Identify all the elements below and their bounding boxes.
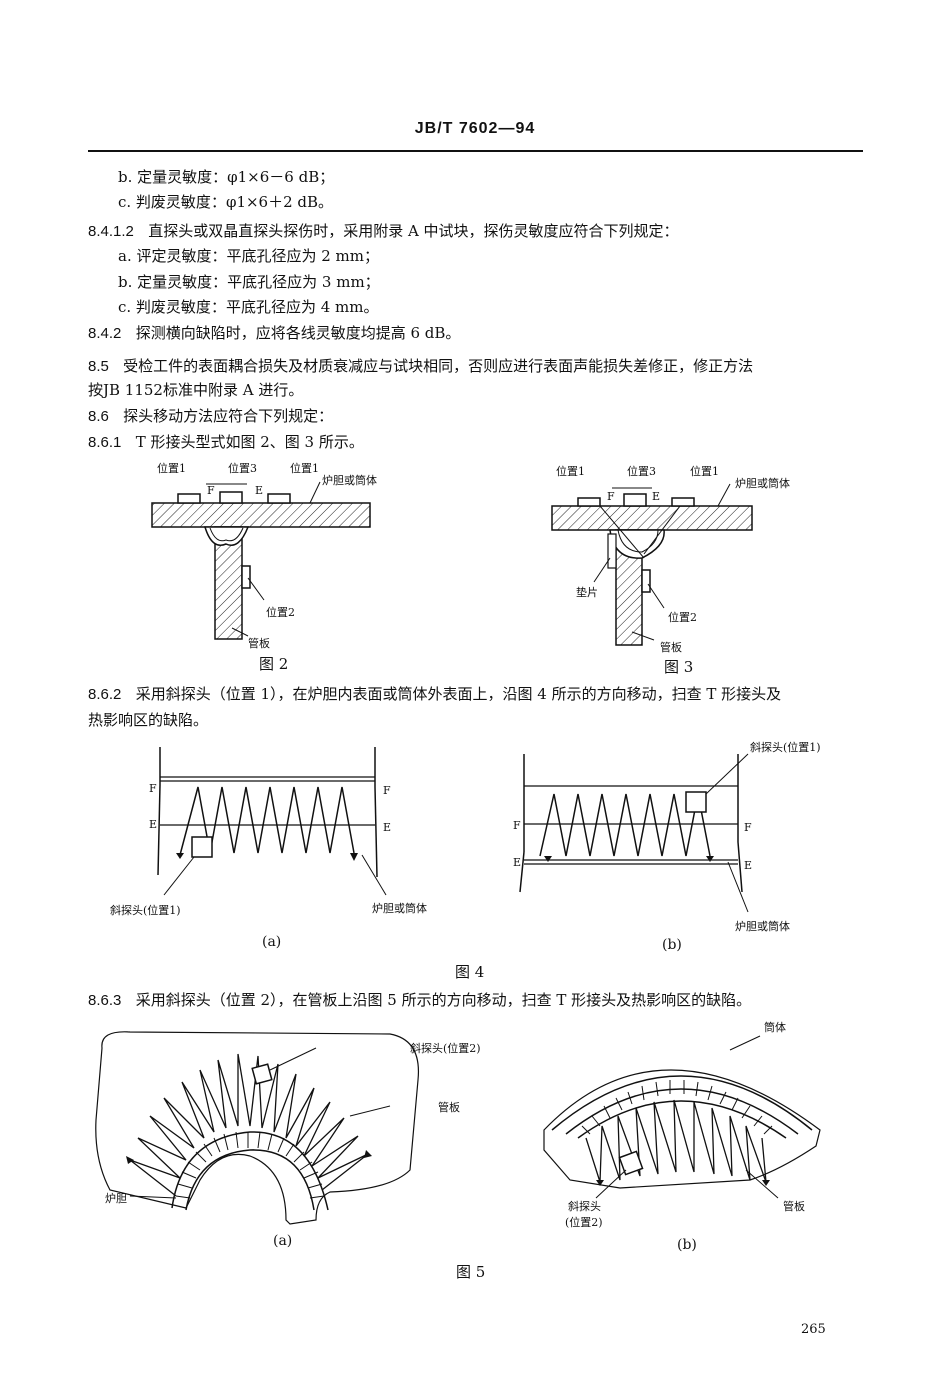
figure-4a-drawing [157, 747, 387, 896]
fig3-caption: 图 3 [664, 658, 694, 676]
fig2-label-e: E [255, 484, 264, 497]
clause-text: 探头移动方法应符合下列规定： [123, 407, 334, 425]
fig4a-label-e-right: E [383, 821, 392, 834]
fig4b-shell-label: 炉胆或筒体 [735, 920, 790, 933]
fig4a-label-f-left: F [149, 782, 157, 795]
fig4a-label-e-left: E [149, 818, 158, 831]
fig3-shell-label: 炉胆或筒体 [735, 477, 790, 490]
clause-text: 探测横向缺陷时，应将各线灵敏度均提高 6 dB。 [135, 324, 461, 342]
item-c-reject-2: c. 判废灵敏度：平底孔径应为 4 mm。 [118, 298, 379, 316]
clause-number: 8.6.2 [88, 686, 122, 703]
fig3-backing-label: 垫片 [576, 586, 598, 599]
figure-5a-drawing [95, 1031, 420, 1225]
clause-8-6: 8.6 探头移动方法应符合下列规定： [88, 405, 333, 428]
clause-text: 采用斜探头（位置 1），在炉胆内表面或筒体外表面上，沿图 4 所示的方向移动，扫… [135, 685, 782, 703]
fig4-caption: 图 4 [455, 963, 485, 981]
fig3-pos1-left: 位置1 [556, 465, 585, 478]
fig3-label-e: E [652, 490, 661, 503]
item-a-eval: a. 评定灵敏度：平底孔径应为 2 mm； [118, 247, 380, 265]
figure-5b-drawing [543, 1035, 821, 1199]
fig4b-label-f-right: F [744, 821, 752, 834]
figure-2-drawing [151, 481, 371, 640]
item-b-quant: b. 定量灵敏度：φ1×6－6 dB； [118, 168, 335, 186]
fig2-pos1-left: 位置1 [157, 462, 186, 475]
fig4b-label-f-left: F [513, 819, 521, 832]
clause-number: 8.6.3 [88, 992, 122, 1009]
fig4b-sublabel: (b) [662, 937, 682, 953]
clause-8-6-3: 8.6.3 采用斜探头（位置 2），在管板上沿图 5 所示的方向移动，扫查 T … [88, 989, 751, 1012]
fig5a-sublabel: (a) [273, 1233, 293, 1249]
clause-number: 8.6 [88, 408, 109, 425]
fig2-pos1-right: 位置1 [290, 462, 319, 475]
fig2-tubeplate-label: 管板 [248, 637, 270, 650]
fig2-shell-label: 炉胆或筒体 [322, 474, 377, 487]
clause-8-5-cont: 按JB 1152标准中附录 A 进行。 [88, 381, 304, 399]
fig4b-label-e-right: E [744, 859, 753, 872]
clause-text: T 形接头型式如图 2、图 3 所示。 [135, 433, 364, 451]
fig2-pos2: 位置2 [266, 606, 295, 619]
fig2-label-f: F [207, 484, 215, 497]
fig4a-probe-label: 斜探头(位置1) [110, 904, 181, 917]
clause-number: 8.6.1 [88, 434, 122, 451]
clause-number: 8.4.1.2 [88, 223, 134, 240]
fig2-pos3: 位置3 [228, 462, 257, 475]
figure-3-drawing [551, 483, 753, 646]
clause-text: 采用斜探头（位置 2），在管板上沿图 5 所示的方向移动，扫查 T 形接头及热影… [135, 991, 752, 1009]
fig4a-shell-label: 炉胆或筒体 [372, 902, 427, 915]
clause-8-6-2: 8.6.2 采用斜探头（位置 1），在炉胆内表面或筒体外表面上，沿图 4 所示的… [88, 683, 781, 706]
clause-8-6-1: 8.6.1 T 形接头型式如图 2、图 3 所示。 [88, 431, 364, 454]
fig5a-furnace-label: 炉胆 [105, 1192, 127, 1205]
fig3-tubeplate-label: 管板 [660, 641, 682, 654]
clause-8-4-2: 8.4.2 探测横向缺陷时，应将各线灵敏度均提高 6 dB。 [88, 322, 460, 345]
fig5b-shell-label: 筒体 [764, 1021, 786, 1034]
clause-8-4-1-2: 8.4.1.2 直探头或双晶直探头探伤时，采用附录 A 中试块，探伤灵敏度应符合… [88, 220, 679, 243]
header-rule [88, 150, 863, 152]
fig5a-probe-label: 斜探头(位置2) [410, 1042, 481, 1055]
clause-8-6-2-cont: 热影响区的缺陷。 [88, 711, 209, 729]
fig5b-tubeplate-label: 管板 [783, 1200, 805, 1213]
clause-text: 直探头或双晶直探头探伤时，采用附录 A 中试块，探伤灵敏度应符合下列规定： [148, 222, 679, 240]
item-b-quant-2: b. 定量灵敏度：平底孔径应为 3 mm； [118, 273, 380, 291]
fig3-label-f: F [607, 490, 615, 503]
page-number: 265 [801, 1322, 826, 1337]
fig5a-tubeplate-label: 管板 [438, 1101, 460, 1114]
fig3-pos1-right: 位置1 [690, 465, 719, 478]
fig5-caption: 图 5 [456, 1263, 486, 1281]
fig4a-label-f-right: F [383, 784, 391, 797]
fig2-caption: 图 2 [259, 655, 289, 673]
figure-4b-drawing [519, 753, 749, 913]
fig4b-probe-label: 斜探头(位置1) [750, 741, 821, 754]
clause-text: 受检工件的表面耦合损失及材质衰减应与试块相同，否则应进行表面声能损失差修正，修正… [123, 357, 754, 375]
fig5b-probe-label: 斜探头 [568, 1200, 601, 1213]
item-c-reject: c. 判废灵敏度：φ1×6＋2 dB。 [118, 193, 334, 211]
clause-number: 8.4.2 [88, 325, 122, 342]
fig3-pos3: 位置3 [627, 465, 656, 478]
fig3-pos2: 位置2 [668, 611, 697, 624]
fig4b-label-e-left: E [513, 856, 522, 869]
fig4a-sublabel: (a) [262, 934, 282, 950]
clause-number: 8.5 [88, 358, 109, 375]
fig5b-sublabel: (b) [677, 1237, 697, 1253]
document-header: JB/T 7602—94 [414, 120, 536, 137]
fig5b-probe-position: (位置2) [565, 1216, 603, 1229]
clause-8-5: 8.5 受检工件的表面耦合损失及材质衰减应与试块相同，否则应进行表面声能损失差修… [88, 355, 753, 378]
